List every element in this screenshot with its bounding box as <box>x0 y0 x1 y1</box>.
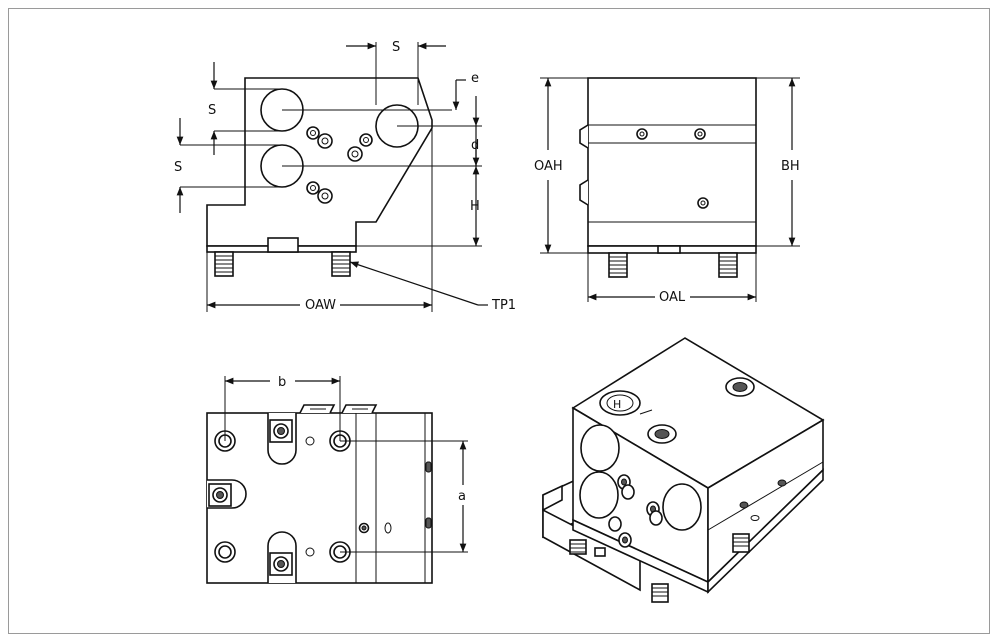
bolt-right <box>331 251 351 277</box>
dim-b: b <box>278 375 286 390</box>
side-view <box>540 77 800 302</box>
dim-h: H <box>470 199 480 214</box>
dim-oah: OAH <box>534 159 563 174</box>
dim-oaw: OAW <box>305 298 336 313</box>
dim-d: d <box>471 138 479 153</box>
dim-a: a <box>458 489 466 504</box>
side-bolt-right <box>718 252 738 278</box>
callout-tp1: TP1 <box>491 298 516 313</box>
top-view <box>206 376 468 584</box>
dim-bh: BH <box>781 159 800 174</box>
dim-s-top: S <box>392 40 400 55</box>
dim-s-left-2: S <box>174 160 182 175</box>
logo-mark: H <box>613 398 621 411</box>
front-view <box>176 42 488 312</box>
dim-oal: OAL <box>659 290 686 305</box>
side-bolt-left <box>608 252 628 278</box>
bolt-left <box>214 251 234 277</box>
iso-bolt-right <box>732 533 750 553</box>
dim-s-left-1: S <box>208 103 216 118</box>
iso-bolt-center <box>651 583 669 603</box>
drawing-frame <box>8 8 990 634</box>
iso-bolt-left <box>569 539 587 555</box>
dim-e: e <box>471 71 479 86</box>
isometric-view: H <box>542 337 825 603</box>
